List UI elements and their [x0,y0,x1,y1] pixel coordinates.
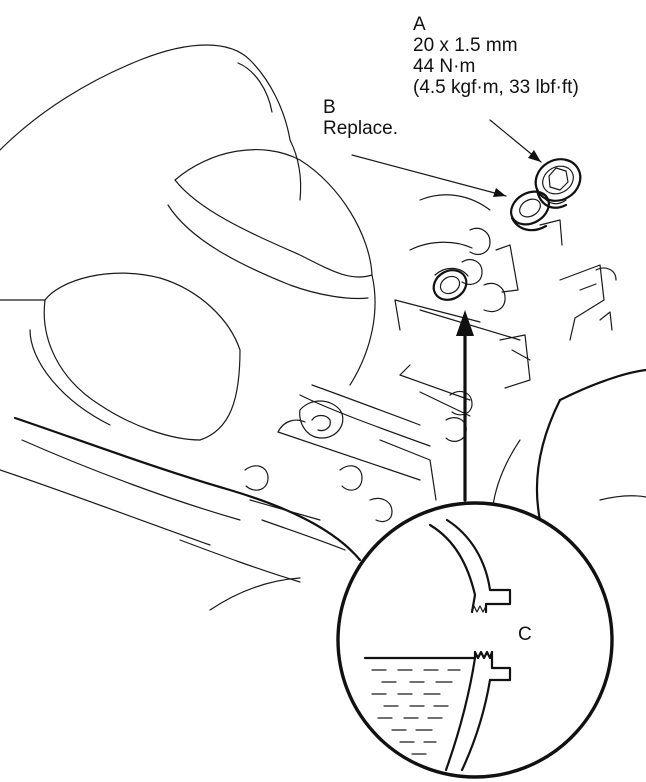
callout-a: A 20 x 1.5 mm 44 N·m (4.5 kgf·m, 33 lbf·… [413,14,579,98]
callout-a-torque-alt: (4.5 kgf·m, 33 lbf·ft) [413,77,579,98]
callout-b-letter: B [323,97,336,118]
detail-circle-c [336,501,614,779]
cylinder-housing [0,44,376,441]
callout-a-torque: 44 N·m [413,56,476,77]
detail-circle-outline [336,501,614,779]
callout-c: C [518,624,532,645]
body-outline [0,368,646,611]
drain-plug-a [534,158,582,209]
callout-b-note: Replace. [323,118,398,139]
callout-b: B Replace. [323,97,398,139]
arrow-a-head [528,150,541,162]
transmission-case [244,194,617,551]
leader-lines [351,119,542,502]
callout-a-letter: A [413,14,426,35]
fluid-hatching [371,669,461,755]
arrow-c-head [456,310,474,336]
sealing-washer-b [510,190,550,232]
callout-a-thread: 20 x 1.5 mm [413,35,518,56]
drain-hole [432,267,469,301]
callout-c-letter: C [518,624,532,645]
arrow-b-head [493,188,506,197]
